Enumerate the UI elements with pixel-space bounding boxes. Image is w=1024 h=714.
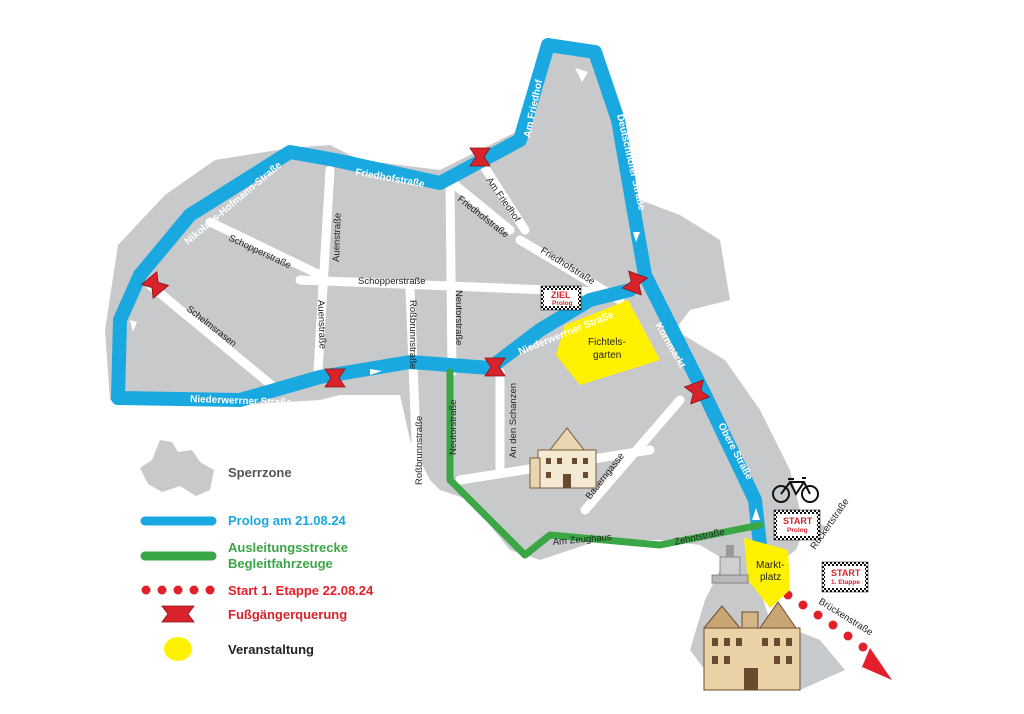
crossing-icon	[324, 368, 346, 388]
start-etappe-flag: START 1. Etappe	[821, 561, 869, 593]
event-marktplatz	[744, 538, 790, 608]
street-label-rossbrunn-s: Roßbrunnstraße	[414, 416, 425, 485]
legend-start-swatch	[141, 585, 215, 595]
crossing-icon	[140, 270, 170, 300]
legend-event-swatch	[164, 637, 192, 661]
street-schelmsrasen	[145, 280, 280, 393]
arrow-icon	[862, 648, 892, 680]
arrow-icon	[633, 232, 640, 242]
crossing-icon	[469, 147, 491, 167]
arrow-icon	[130, 320, 137, 332]
legend-start-label: Start 1. Etappe 22.08.24	[228, 583, 374, 598]
street-label-schopperstrasse: Schopperstraße	[358, 276, 426, 287]
street-neutorstrasse-n	[445, 175, 457, 377]
place-fichtelsgarten-line1: Fichtels-	[588, 337, 626, 348]
crossing-icon	[484, 357, 506, 377]
legend: Sperrzone Prolog am 21.08.24 Ausleitungs…	[140, 440, 374, 661]
legend-exit-label-2: Begleitfahrzeuge	[228, 556, 333, 571]
start-prolog-flag-title: START	[783, 516, 813, 526]
start-prolog-flag-sub: Prolog	[787, 527, 808, 534]
route-label-niederwerrner-west: Niederwerrner Straße	[190, 394, 292, 409]
legend-sperrzone-swatch	[140, 440, 214, 496]
crossing-icon	[621, 270, 649, 296]
start-etappe-route	[783, 590, 892, 680]
street-rueckertstrasse	[785, 495, 875, 565]
street-label-brueckenstrasse: Brückenstraße	[816, 596, 874, 638]
street-schopperstrasse-nw	[205, 217, 325, 280]
start-etappe-flag-title: START	[831, 568, 861, 578]
place-marktplatz-line2: platz	[760, 572, 781, 583]
street-brueckenstrasse	[775, 580, 885, 645]
legend-crossing-label: Fußgängerquerung	[228, 607, 347, 622]
monument-icon	[711, 545, 749, 584]
ziel-flag-sub: Prolog	[552, 300, 573, 307]
street-friedhofstrasse-side	[450, 180, 515, 235]
start-prolog-flag: START Prolog	[773, 509, 821, 541]
crossings	[140, 147, 711, 405]
legend-event-label: Veranstaltung	[228, 642, 314, 657]
prolog-route	[111, 38, 767, 552]
arrow-icon	[752, 508, 760, 520]
arrow-icon	[575, 68, 588, 82]
street-label-neutor-s: Neutorstraße	[448, 400, 459, 455]
street-rossbrunnstrasse	[405, 285, 423, 495]
street-label-auenstrasse-s: Auenstraße	[315, 300, 328, 349]
town-hall-icon	[702, 601, 801, 691]
bicycle-icon	[772, 477, 819, 503]
route-arrows	[130, 68, 760, 520]
start-etappe-flag-sub: 1. Etappe	[831, 579, 860, 586]
place-fichtelsgarten-line2: garten	[593, 350, 621, 361]
exit-route	[446, 368, 764, 559]
building-icon	[529, 427, 597, 489]
street-am-friedhof-side	[475, 155, 530, 235]
event-fichtelsgarten	[556, 300, 660, 385]
street-label-rossbrunn-n: Roßbrunnstraße	[407, 300, 418, 369]
legend-prolog-label: Prolog am 21.08.24	[228, 513, 347, 528]
arrow-icon	[370, 369, 382, 375]
legend-sperrzone-label: Sperrzone	[228, 465, 292, 480]
street-label-neutor-n: Neutorstraße	[453, 290, 464, 345]
street-label-auenstrasse-n: Auenstraße	[331, 213, 344, 262]
street-label-am-zeughaus: Am Zeughaus	[552, 532, 612, 548]
place-marktplatz-line1: Markt-	[756, 560, 784, 571]
legend-exit-label-1: Ausleitungsstrecke	[228, 540, 348, 555]
ziel-prolog-flag: ZIEL Prolog	[540, 285, 582, 311]
crossing-icon	[161, 605, 195, 623]
ziel-flag-title: ZIEL	[551, 290, 571, 300]
street-label-an-den-schanzen: An den Schanzen	[508, 383, 519, 458]
street-auenstrasse	[313, 165, 335, 375]
crossing-icon	[683, 379, 711, 405]
